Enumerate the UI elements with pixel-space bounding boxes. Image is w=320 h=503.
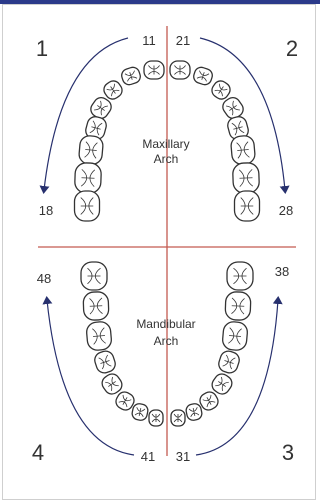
- upper-tooth: [230, 135, 255, 165]
- lower-tooth: [222, 321, 248, 351]
- tooth-number-38: 38: [275, 264, 289, 279]
- lower-tooth: [81, 262, 107, 290]
- upper-tooth: [120, 66, 142, 87]
- tooth-number-41: 41: [141, 449, 155, 464]
- upper-tooth: [232, 163, 259, 194]
- lower-tooth: [131, 403, 149, 422]
- lower-tooth: [185, 403, 203, 422]
- quadrant-label-2: 2: [286, 36, 298, 61]
- maxillary-arch-label-line2: Arch: [154, 152, 179, 166]
- mandibular-arch-label-line2: Arch: [154, 334, 179, 348]
- lower-tooth: [93, 349, 118, 375]
- maxillary-arch-label-line1: Maxillary: [142, 137, 189, 151]
- lower-tooth: [217, 349, 242, 375]
- upper-tooth: [192, 66, 214, 87]
- tooth-number-18: 18: [39, 203, 53, 218]
- lower-tooth: [227, 262, 253, 290]
- lower-tooth: [225, 292, 251, 321]
- lower-tooth: [171, 410, 185, 426]
- tooth-number-28: 28: [279, 203, 293, 218]
- tooth-number-21: 21: [176, 33, 190, 48]
- lower-tooth: [86, 321, 112, 351]
- upper-tooth: [75, 191, 100, 221]
- upper-tooth: [235, 191, 260, 221]
- tooth-number-11: 11: [142, 33, 156, 48]
- arrow-quadrant-4: [47, 300, 134, 455]
- upper-tooth: [78, 135, 103, 165]
- lower-tooth: [83, 292, 109, 321]
- quadrant-label-1: 1: [36, 36, 48, 61]
- mandibular-arch-label-line1: Mandibular: [136, 317, 195, 331]
- tooth-number-31: 31: [176, 449, 190, 464]
- lower-tooth: [149, 410, 163, 426]
- quadrant-label-3: 3: [282, 440, 294, 465]
- upper-tooth: [144, 61, 164, 79]
- upper-tooth: [74, 163, 101, 194]
- tooth-number-48: 48: [37, 271, 51, 286]
- upper-tooth: [170, 61, 190, 79]
- quadrant-label-4: 4: [32, 440, 44, 465]
